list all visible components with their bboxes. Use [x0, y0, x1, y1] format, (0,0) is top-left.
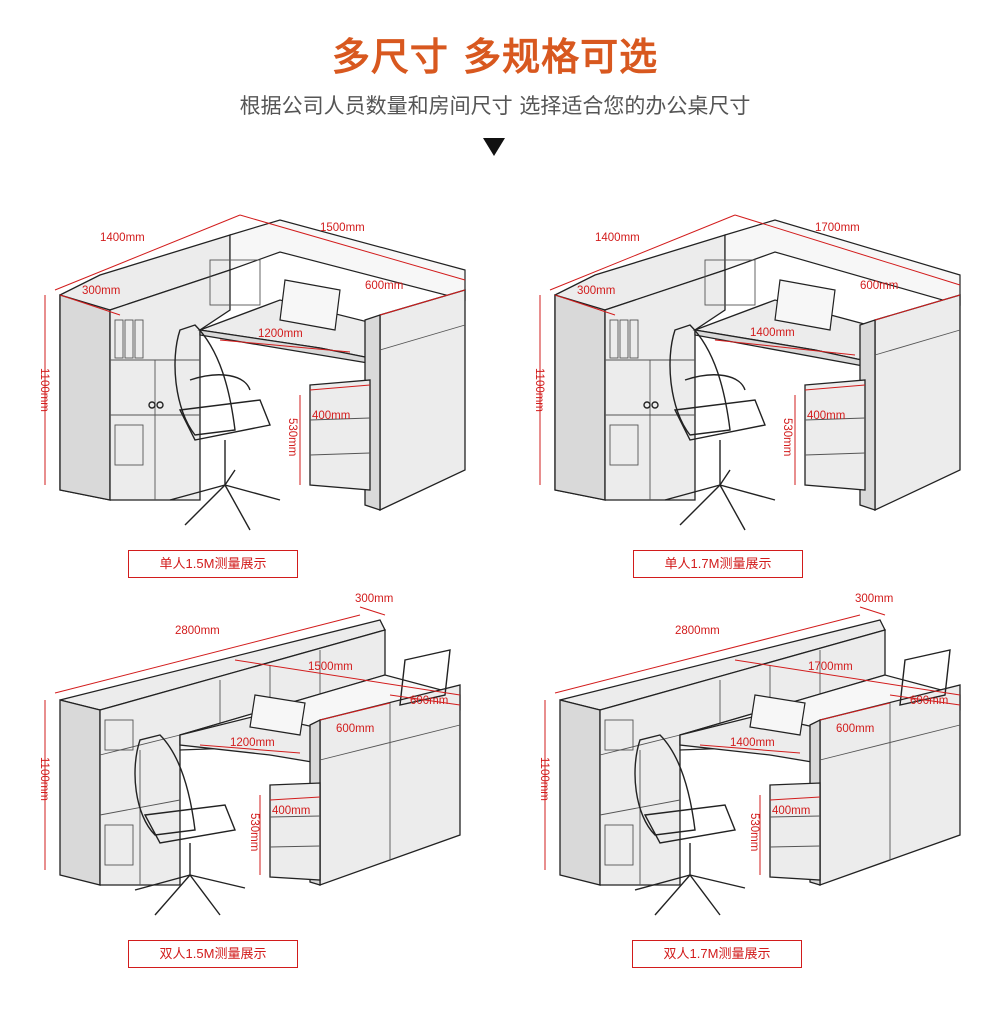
dim-width: 1700mm [815, 222, 860, 234]
dim-desk: 1200mm [230, 737, 275, 749]
dim-side: 600mm [410, 695, 449, 707]
dim-cabinet: 300mm [82, 285, 121, 297]
dim-drawer-height: 530mm [248, 813, 260, 852]
dim-drawer-height: 530mm [748, 813, 760, 852]
dim-side: 600mm [910, 695, 949, 707]
page-title: 多尺寸 多规格可选 [331, 35, 659, 79]
dim-drawer-height: 530mm [286, 418, 298, 457]
panel-double-1-7m: 300mm 2800mm 1700mm 600mm 600mm 1400mm 1… [520, 585, 990, 945]
dim-side: 600mm [365, 280, 404, 292]
caption-single-1-5m: 单人1.5M测量展示 [128, 550, 298, 578]
panel-single-1-5m: 1400mm 1500mm 300mm 600mm 1200mm 1100mm … [20, 200, 490, 560]
dim-height: 1100mm [38, 368, 50, 412]
dim-width: 1500mm [320, 222, 365, 234]
dim-cabinet: 300mm [855, 593, 894, 605]
dim-side: 600mm [860, 280, 899, 292]
page-subtitle: 根据公司人员数量和房间尺寸 选择适合您的办公桌尺寸 [239, 94, 751, 118]
dim-side-2: 600mm [336, 723, 375, 735]
dim-cabinet: 300mm [355, 593, 394, 605]
dim-drawer-width: 400mm [272, 805, 311, 817]
dim-height: 1100mm [533, 368, 545, 412]
dim-desk: 1400mm [750, 327, 795, 339]
single-desk-drawing [44, 214, 466, 531]
dim-drawer-height: 530mm [781, 418, 793, 457]
double-desk-drawing [44, 606, 461, 916]
caption-double-1-5m: 双人1.5M测量展示 [128, 940, 298, 968]
dim-width: 1500mm [308, 661, 353, 673]
dim-side-2: 600mm [836, 723, 875, 735]
panel-double-1-5m: 300mm 2800mm 1500mm 600mm 600mm 1200mm 1… [20, 585, 490, 945]
down-arrow-icon [483, 138, 505, 156]
caption-single-1-7m: 单人1.7M测量展示 [633, 550, 803, 578]
dim-drawer-width: 400mm [807, 410, 846, 422]
dim-total: 2800mm [675, 625, 720, 637]
dim-height: 1100mm [538, 757, 550, 801]
single-desk-drawing [539, 214, 961, 531]
dim-height: 1100mm [38, 757, 50, 801]
dim-desk: 1200mm [258, 328, 303, 340]
dim-total: 2800mm [175, 625, 220, 637]
dim-desk: 1400mm [730, 737, 775, 749]
dim-drawer-width: 400mm [772, 805, 811, 817]
dim-cabinet: 300mm [577, 285, 616, 297]
caption-double-1-7m: 双人1.7M测量展示 [632, 940, 802, 968]
panel-single-1-7m: 1400mm 1700mm 300mm 600mm 1400mm 1100mm … [515, 200, 985, 560]
dim-drawer-width: 400mm [312, 410, 351, 422]
dim-width: 1700mm [808, 661, 853, 673]
double-desk-drawing [544, 606, 961, 916]
dim-depth: 1400mm [595, 232, 640, 244]
dim-depth: 1400mm [100, 232, 145, 244]
